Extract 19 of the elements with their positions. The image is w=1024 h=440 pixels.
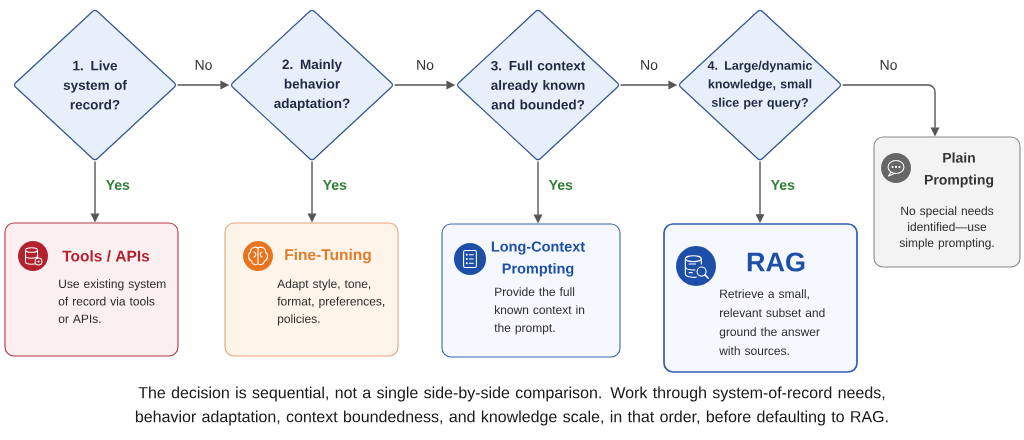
result-title: Plain Prompting (924, 152, 994, 188)
result-description: Provide the full known context in the prompt. (494, 287, 585, 335)
result-title: Tools / APIs (62, 250, 150, 262)
edge-label: No (638, 58, 660, 72)
result-description: Adapt style, tone, format, preferences, policies. (277, 279, 385, 326)
edge-label: No (878, 58, 899, 72)
result-title: RAG (747, 252, 805, 272)
result-title: Fine-Tuning (285, 248, 371, 264)
result-title: Long-Context Prompting (491, 241, 585, 277)
result-description: No special needs identified—use simple prompting. (899, 206, 994, 250)
caption: The decision is sequential, not a single side-by-side comparison. Work through system-of-record needs, behavior adaptation, context boundedness, and knowledge scale, in that order, before defaulting to RAG. (135, 386, 888, 426)
edge-label: Yes (104, 178, 132, 192)
result-description: Use existing system of record via tools or APIs. (58, 279, 166, 323)
edge-label: No (193, 58, 214, 72)
edge-label: No (414, 58, 436, 72)
edge-label: Yes (321, 178, 349, 192)
edge-label: Yes (547, 178, 575, 192)
result-description: Retrieve a small, relevant subset and ground the answer with sources. (719, 289, 825, 355)
edge-label: Yes (769, 178, 797, 192)
